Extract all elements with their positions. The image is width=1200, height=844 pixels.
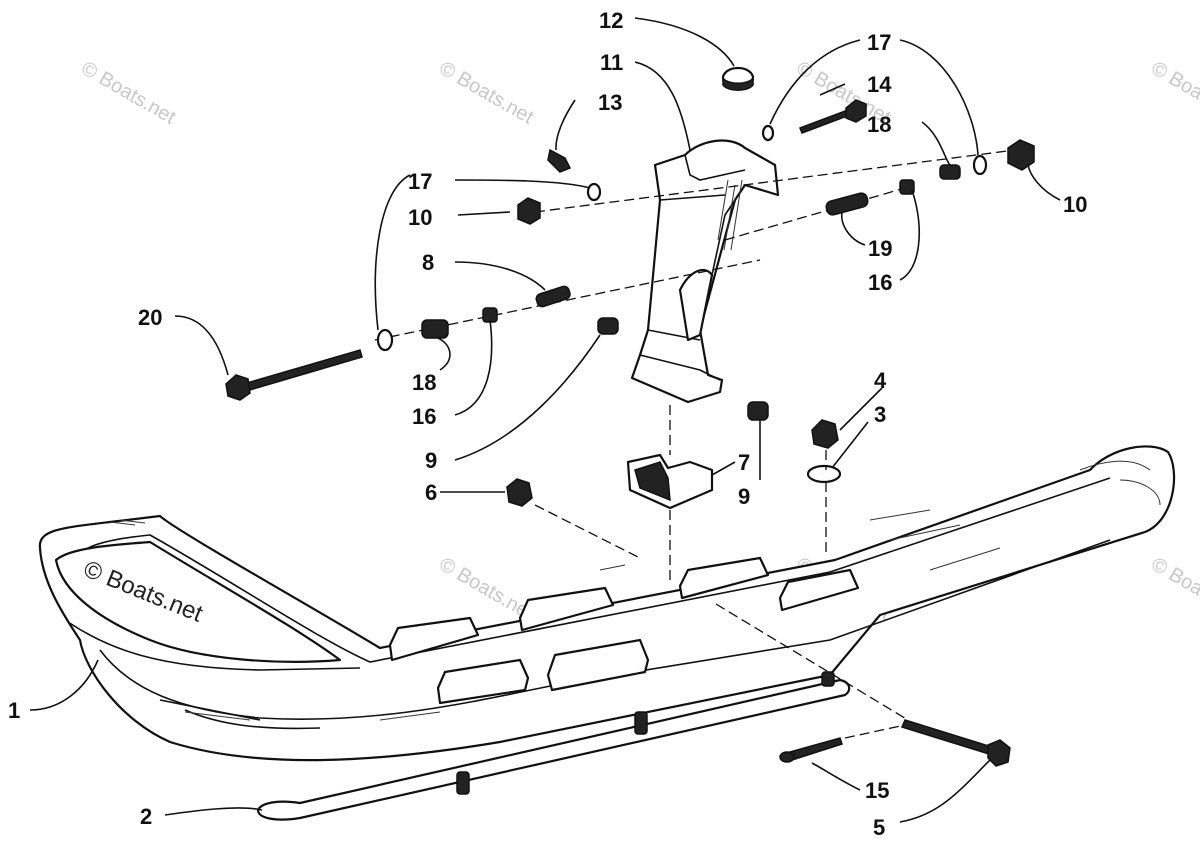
washer-17-top	[761, 124, 775, 142]
bushing-9	[597, 317, 619, 335]
wear-bar	[256, 671, 851, 821]
callout-1: 1	[8, 698, 20, 723]
callout-16-left: 16	[412, 404, 436, 429]
callout-17-top: 17	[867, 30, 891, 55]
leader-lines	[29, 17, 1061, 823]
callout-16-right: 16	[868, 270, 892, 295]
callout-10-right: 10	[1063, 192, 1087, 217]
pin-19	[825, 192, 869, 216]
bolt-20	[238, 349, 363, 393]
upper-hardware	[517, 99, 1035, 241]
callout-8: 8	[422, 250, 434, 275]
callout-5: 5	[873, 815, 885, 840]
callout-9-left: 9	[425, 448, 437, 473]
watermark: © Boats.net	[1148, 553, 1200, 625]
callout-19: 19	[868, 236, 892, 261]
washer-17	[586, 182, 602, 202]
pin-8	[535, 285, 571, 308]
spindle-cap	[721, 66, 755, 91]
bushing-18-left	[421, 319, 449, 339]
callout-17-left: 17	[408, 169, 432, 194]
nut-10	[517, 197, 541, 225]
bolt-14-head	[845, 99, 867, 123]
lower-hardware	[225, 259, 769, 421]
bolt-5	[715, 603, 1011, 767]
bushing-16	[899, 179, 915, 195]
callout-11: 11	[600, 50, 623, 75]
washer-17-right	[972, 154, 988, 176]
bolt-20-head	[225, 374, 251, 401]
callout-18-right: 18	[867, 112, 891, 137]
ski-body	[38, 445, 1176, 762]
saddle-7	[626, 453, 714, 510]
bushing-18	[939, 164, 961, 180]
bushing-9-right	[747, 401, 769, 421]
callout-3: 3	[874, 402, 886, 427]
bushing-16-left	[482, 307, 498, 323]
wear-bar-stud	[634, 711, 648, 735]
watermark: © Boats.net	[436, 57, 538, 129]
nut-washer-3-4	[806, 419, 842, 552]
callout-2: 2	[140, 804, 152, 829]
callout-7: 7	[738, 450, 750, 475]
callout-9-right: 9	[738, 484, 750, 509]
wear-bar-stud	[456, 771, 470, 795]
fitting-13	[547, 148, 572, 173]
nut-10-right	[1007, 139, 1035, 171]
bolt-14	[799, 109, 851, 134]
washer-17-left	[376, 328, 394, 352]
callout-4: 4	[874, 368, 887, 393]
callout-12: 12	[599, 8, 623, 33]
cotter-pin-15	[779, 724, 906, 763]
callout-6: 6	[425, 480, 437, 505]
nut-6	[506, 478, 533, 507]
callout-10-left: 10	[408, 205, 432, 230]
wear-bar-stud	[821, 671, 835, 687]
callout-14: 14	[867, 72, 892, 97]
callout-15: 15	[865, 778, 889, 803]
watermark: © Boats.net	[1148, 57, 1200, 129]
callout-18-left: 18	[412, 370, 436, 395]
callout-20: 20	[138, 305, 162, 330]
watermark: © Boats.net	[78, 57, 180, 129]
callout-13: 13	[598, 90, 622, 115]
callout-labels: 12 11 13 17 14 18 10 17 10 8 19 16 20 18…	[8, 8, 1087, 840]
